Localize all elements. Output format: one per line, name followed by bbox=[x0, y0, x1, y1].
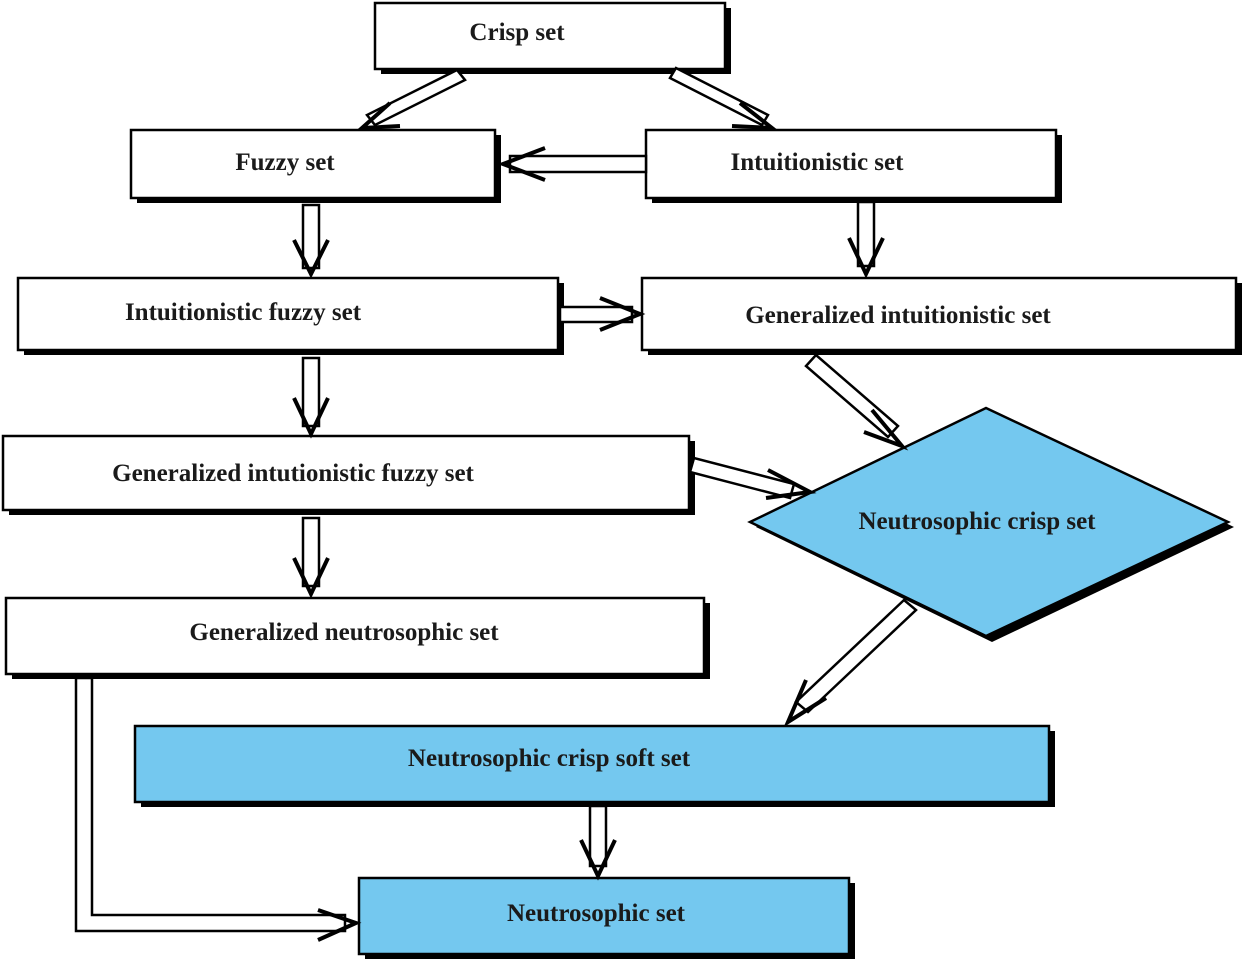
node-generalized-neutrosophic-set: Generalized neutrosophic set bbox=[4, 596, 710, 679]
arrow-intuitionistic-fuzzy-to-generalized-intutionistic-fuzzy bbox=[292, 356, 330, 439]
node-generalized-neutrosophic-set-label: Generalized neutrosophic set bbox=[189, 619, 499, 646]
node-intuitionistic-fuzzy-set-label: Intuitionistic fuzzy set bbox=[125, 299, 362, 326]
node-neutrosophic-set-label: Neutrosophic set bbox=[507, 900, 686, 927]
node-generalized-intuitionistic-set: Generalized intuitionistic set bbox=[640, 276, 1242, 355]
node-neutrosophic-set: Neutrosophic set bbox=[357, 876, 855, 959]
node-fuzzy-set-label: Fuzzy set bbox=[235, 149, 335, 176]
arrow-crisp-to-intuitionistic bbox=[668, 66, 779, 131]
node-neutrosophic-crisp-set-label: Neutrosophic crisp set bbox=[858, 508, 1096, 535]
node-generalized-intuitionistic-set-label: Generalized intuitionistic set bbox=[745, 302, 1051, 329]
arrow-generalized-intutionistic-fuzzy-to-neutrosophic-crisp bbox=[688, 456, 817, 500]
node-intuitionistic-fuzzy-set: Intuitionistic fuzzy set bbox=[16, 276, 564, 355]
arrow-fuzzy-to-intuitionistic-fuzzy bbox=[292, 203, 330, 279]
arrow-intuitionistic-to-fuzzy bbox=[497, 146, 648, 182]
arrow-generalized-intutionistic-fuzzy-to-generalized-neutrosophic bbox=[292, 516, 330, 599]
node-generalized-intutionistic-fuzzy-set: Generalized intutionistic fuzzy set bbox=[1, 434, 695, 515]
arrow-intuitionistic-to-generalized-intuitionistic bbox=[847, 200, 885, 279]
node-intuitionistic-set-label: Intuitionistic set bbox=[731, 149, 905, 176]
node-neutrosophic-crisp-set: Neutrosophic crisp set bbox=[747, 406, 1234, 642]
node-crisp-set: Crisp set bbox=[373, 1, 731, 74]
arrow-crisp-to-fuzzy bbox=[356, 68, 467, 131]
arrow-generalized-intuitionistic-to-neutrosophic-crisp bbox=[804, 353, 909, 451]
arrow-intuitionistic-fuzzy-to-generalized-intuitionistic bbox=[558, 296, 646, 332]
arrow-neutrosophic-crisp-to-neutrosophic-crisp-soft bbox=[783, 598, 918, 728]
node-intuitionistic-set: Intuitionistic set bbox=[644, 128, 1062, 203]
arrow-neutrosophic-crisp-soft-to-neutrosophic bbox=[579, 804, 617, 881]
node-generalized-intutionistic-fuzzy-set-label: Generalized intutionistic fuzzy set bbox=[112, 460, 474, 487]
node-fuzzy-set: Fuzzy set bbox=[129, 128, 501, 203]
arrow-generalized-neutrosophic-to-neutrosophic bbox=[74, 676, 362, 942]
node-neutrosophic-crisp-soft-set: Neutrosophic crisp soft set bbox=[133, 724, 1055, 807]
node-neutrosophic-crisp-soft-set-label: Neutrosophic crisp soft set bbox=[408, 745, 691, 772]
node-crisp-set-label: Crisp set bbox=[469, 19, 565, 46]
